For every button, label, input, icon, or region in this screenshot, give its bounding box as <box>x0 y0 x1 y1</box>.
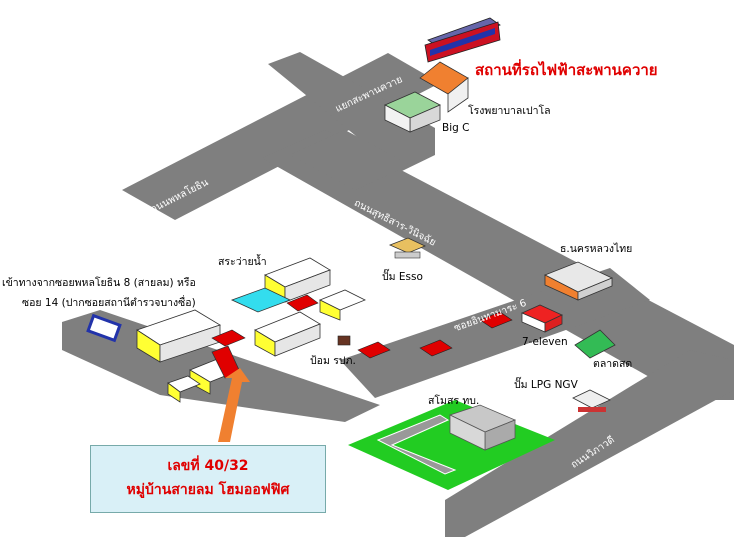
callout-village: หมู่บ้านสายลม โฮมออฟฟิศ <box>126 482 290 498</box>
train-station <box>419 17 501 113</box>
callout-number: เลขที่ 40/32 <box>167 458 249 474</box>
seven-building <box>521 304 563 333</box>
police-box <box>337 335 351 346</box>
bigc-front <box>384 104 411 133</box>
road-inner <box>290 130 410 190</box>
esso-roof <box>388 237 426 254</box>
entrance-line2: ซอย 14 (ปากซอยสถานีตำรวจบางซื่อ) <box>22 297 196 309</box>
market-building <box>574 329 616 359</box>
road-soi <box>340 268 650 398</box>
lpg-roof <box>572 389 611 409</box>
club-path <box>376 414 457 475</box>
esso-label: ปั๊ม Esso <box>382 271 423 283</box>
seven-label: 7-eleven <box>522 336 568 348</box>
address-callout: เลขที่ 40/32 หมู่บ้านสายลม โฮมออฟฟิศ <box>90 445 326 513</box>
bigc-building <box>384 91 441 133</box>
club-building-front <box>449 414 486 451</box>
train-windows <box>430 28 495 56</box>
esso-base <box>394 251 421 259</box>
esso-station <box>388 237 426 259</box>
road-vibhavadi <box>445 350 734 537</box>
road-junction <box>268 52 435 172</box>
police-label: ป้อม รปภ. <box>310 355 356 367</box>
market-roof <box>574 329 616 359</box>
pointer-arrow <box>218 368 250 442</box>
market-label: ตลาดสด <box>593 358 633 370</box>
lpg-station <box>572 389 611 412</box>
hospital-label: โรงพยาบาลเปาโล <box>468 105 551 117</box>
bank-building <box>544 261 613 301</box>
bank-label: ธ.นครหลวงไทย <box>560 243 633 255</box>
station-building-front <box>447 77 469 113</box>
swimming-pool <box>230 287 292 313</box>
entrance-line1: เข้าทางจากซอยพหลโยธิน 8 (สายลม) หรือ <box>2 277 196 289</box>
lpg-label: ปั๊ม LPG NGV <box>514 379 578 391</box>
bank-side <box>577 277 613 301</box>
road-sutthisan <box>262 130 734 400</box>
station-title: สถานที่รถไฟฟ้าสะพานควาย <box>475 61 658 79</box>
bigc-label: Big C <box>442 122 470 134</box>
pool-label: สระว่ายน้ำ <box>218 256 267 268</box>
army-club <box>348 400 555 490</box>
seven-side <box>544 314 563 333</box>
cars <box>211 294 513 359</box>
lpg-base <box>578 407 606 412</box>
entrance-sign <box>86 313 122 343</box>
club-label: สโมสร ทบ. <box>428 395 480 407</box>
